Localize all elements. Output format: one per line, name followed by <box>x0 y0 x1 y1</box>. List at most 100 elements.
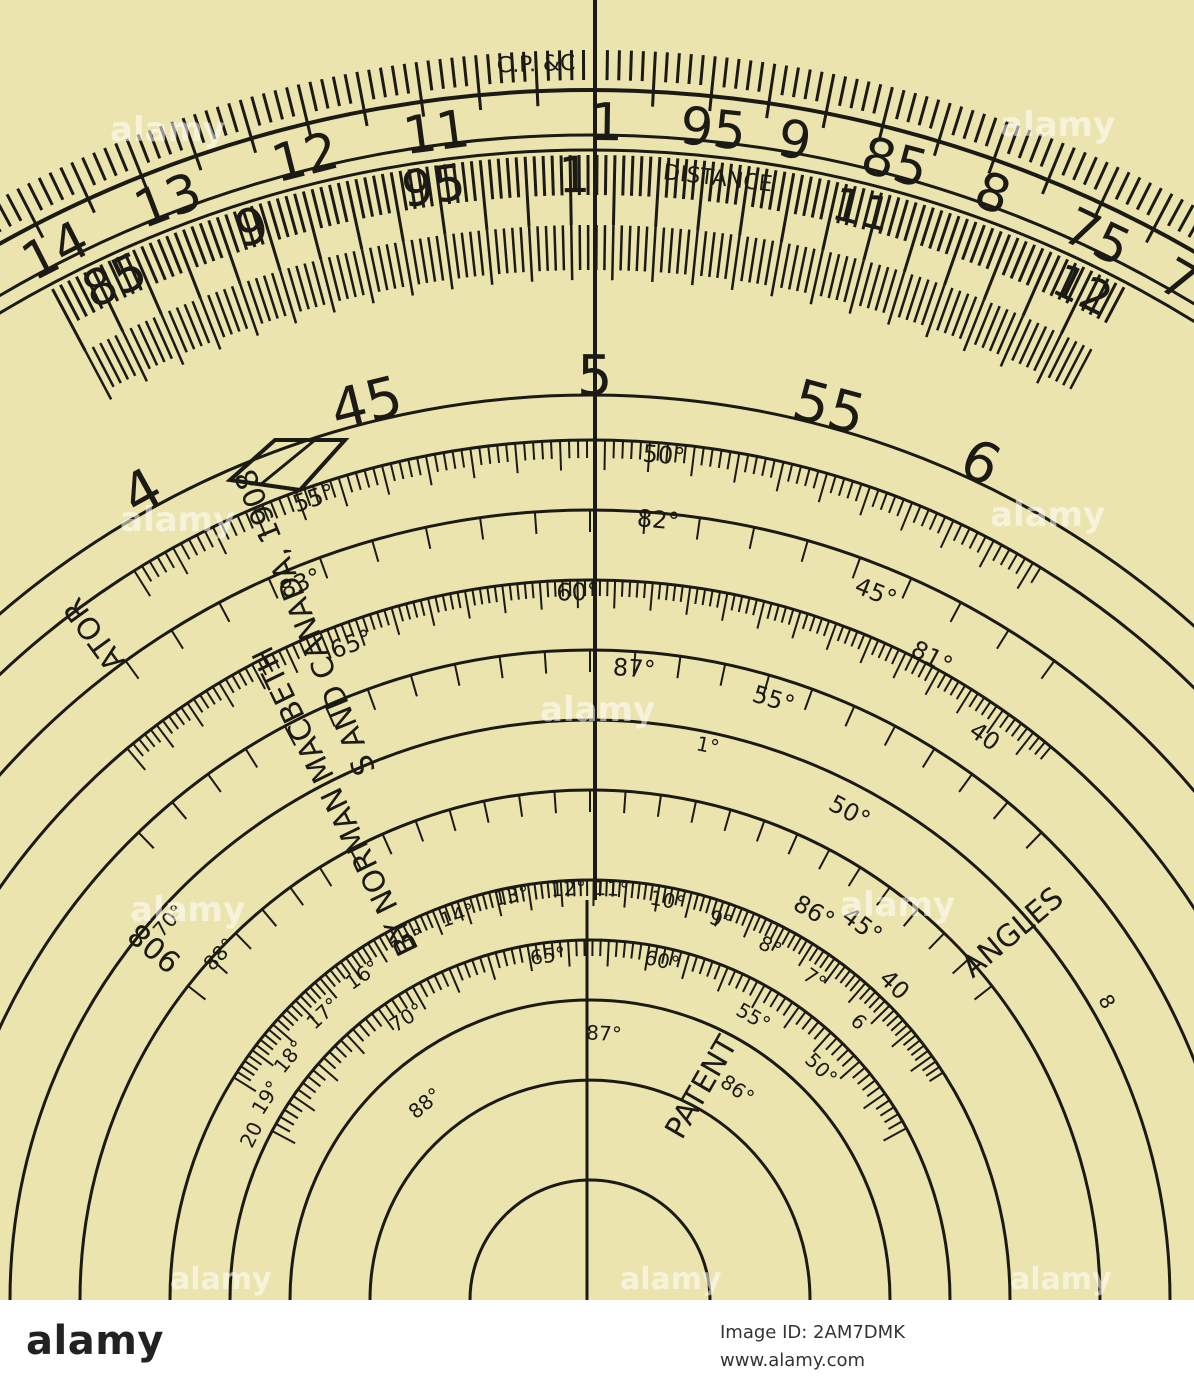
scale-tick <box>290 1004 304 1018</box>
scale-tick <box>262 275 279 319</box>
angle-label: 82° <box>636 504 681 536</box>
scale-tick <box>204 530 214 548</box>
scale-tick <box>173 232 202 299</box>
scale-tick <box>654 157 662 228</box>
scale-tick <box>67 280 88 317</box>
angle-label: 55° <box>732 998 775 1037</box>
scale-tick <box>890 1019 904 1032</box>
scale-arc <box>0 88 1194 254</box>
scale-tick <box>83 271 104 310</box>
scale-tick <box>336 182 349 223</box>
scale-tick <box>988 308 1009 352</box>
scale-tick <box>804 468 811 487</box>
scale-tick <box>390 65 399 96</box>
scale-tick <box>546 882 551 899</box>
scale-tick <box>542 942 547 959</box>
scale-tick <box>324 973 336 988</box>
scale-tick <box>1059 270 1094 335</box>
scale-tick <box>795 1011 807 1026</box>
scale-tick <box>513 886 519 903</box>
scale-tick <box>284 647 299 674</box>
scale-tick <box>974 696 986 712</box>
scale-tick <box>354 472 362 491</box>
scale-tick <box>914 1049 929 1062</box>
scale-tick <box>1034 741 1046 756</box>
scale-tick <box>849 78 859 109</box>
scale-tick <box>107 260 127 298</box>
scale-tick <box>872 1000 886 1014</box>
scale-tick <box>331 76 341 107</box>
site-url-link[interactable]: www.alamy.com <box>720 1350 866 1371</box>
scale-tick <box>793 174 805 215</box>
scale-tick <box>690 800 698 823</box>
scale-tick <box>123 252 143 291</box>
scale-tick <box>301 191 323 260</box>
scale-tick <box>861 1079 876 1091</box>
scale-tick <box>526 884 533 911</box>
scale-tick <box>238 283 260 336</box>
scale-tick <box>643 883 648 900</box>
scale-tick <box>1104 286 1126 324</box>
scale-tick <box>810 178 822 218</box>
scale-tick <box>819 179 831 220</box>
scale-tick <box>345 180 364 250</box>
scale-tick <box>668 949 675 966</box>
scale-tick <box>502 228 509 274</box>
scale-tick <box>628 50 633 81</box>
scale-tick <box>496 444 501 464</box>
arc-inscription: ANGLES <box>955 880 1070 985</box>
scale-tick <box>1040 660 1056 680</box>
scale-tick <box>1062 344 1085 386</box>
brand-logo[interactable]: alamy <box>26 1318 164 1364</box>
outer-scale-label: 95 <box>677 96 749 163</box>
scale-tick <box>713 964 722 980</box>
scale-tick <box>479 517 485 540</box>
scale-tick <box>723 903 731 920</box>
scale-tick <box>925 284 946 338</box>
scale-tick <box>389 463 396 482</box>
scale-tick <box>444 905 452 922</box>
scale-tick <box>59 284 81 321</box>
scale-tick <box>402 241 415 296</box>
scale-tick <box>651 51 657 107</box>
scale-tick <box>943 290 962 334</box>
scale-tick <box>360 249 375 304</box>
scale-tick <box>161 719 174 734</box>
scale-tick <box>928 99 941 129</box>
scale-tick <box>211 686 222 701</box>
angle-label: 55° <box>289 478 338 518</box>
scale-tick <box>136 134 151 164</box>
scale-tick <box>765 63 777 119</box>
scale-tick <box>902 1034 917 1046</box>
scale-tick <box>514 443 519 474</box>
scale-tick <box>883 1127 907 1142</box>
scale-tick <box>694 587 699 605</box>
scale-tick <box>910 659 920 675</box>
scale-tick <box>469 448 476 479</box>
scale-tick <box>882 269 898 314</box>
scale-tick <box>356 950 367 965</box>
scale-tick <box>996 312 1017 355</box>
scale-tick <box>636 882 641 899</box>
scale-tick <box>743 454 750 473</box>
scale-tick <box>372 939 388 963</box>
scale-tick <box>986 705 998 720</box>
scale-tick <box>819 954 830 969</box>
scale-tick <box>863 991 877 1005</box>
scale-tick <box>126 747 146 771</box>
scale-tick <box>999 315 1025 367</box>
scale-tick <box>533 883 538 900</box>
scale-tick <box>397 605 405 622</box>
scale-tick <box>853 187 866 228</box>
scale-tick <box>1057 262 1078 300</box>
scale-arc <box>368 1078 812 1300</box>
scale-tick <box>281 1013 295 1027</box>
angle-label: 81° <box>906 635 957 680</box>
scale-tick <box>390 998 402 1014</box>
scale-tick <box>734 58 741 89</box>
angle-label: 7° <box>799 963 831 996</box>
scale-tick <box>267 200 282 240</box>
scale-tick <box>323 1056 337 1070</box>
scale-tick <box>376 611 383 628</box>
scale-tick <box>170 121 184 151</box>
